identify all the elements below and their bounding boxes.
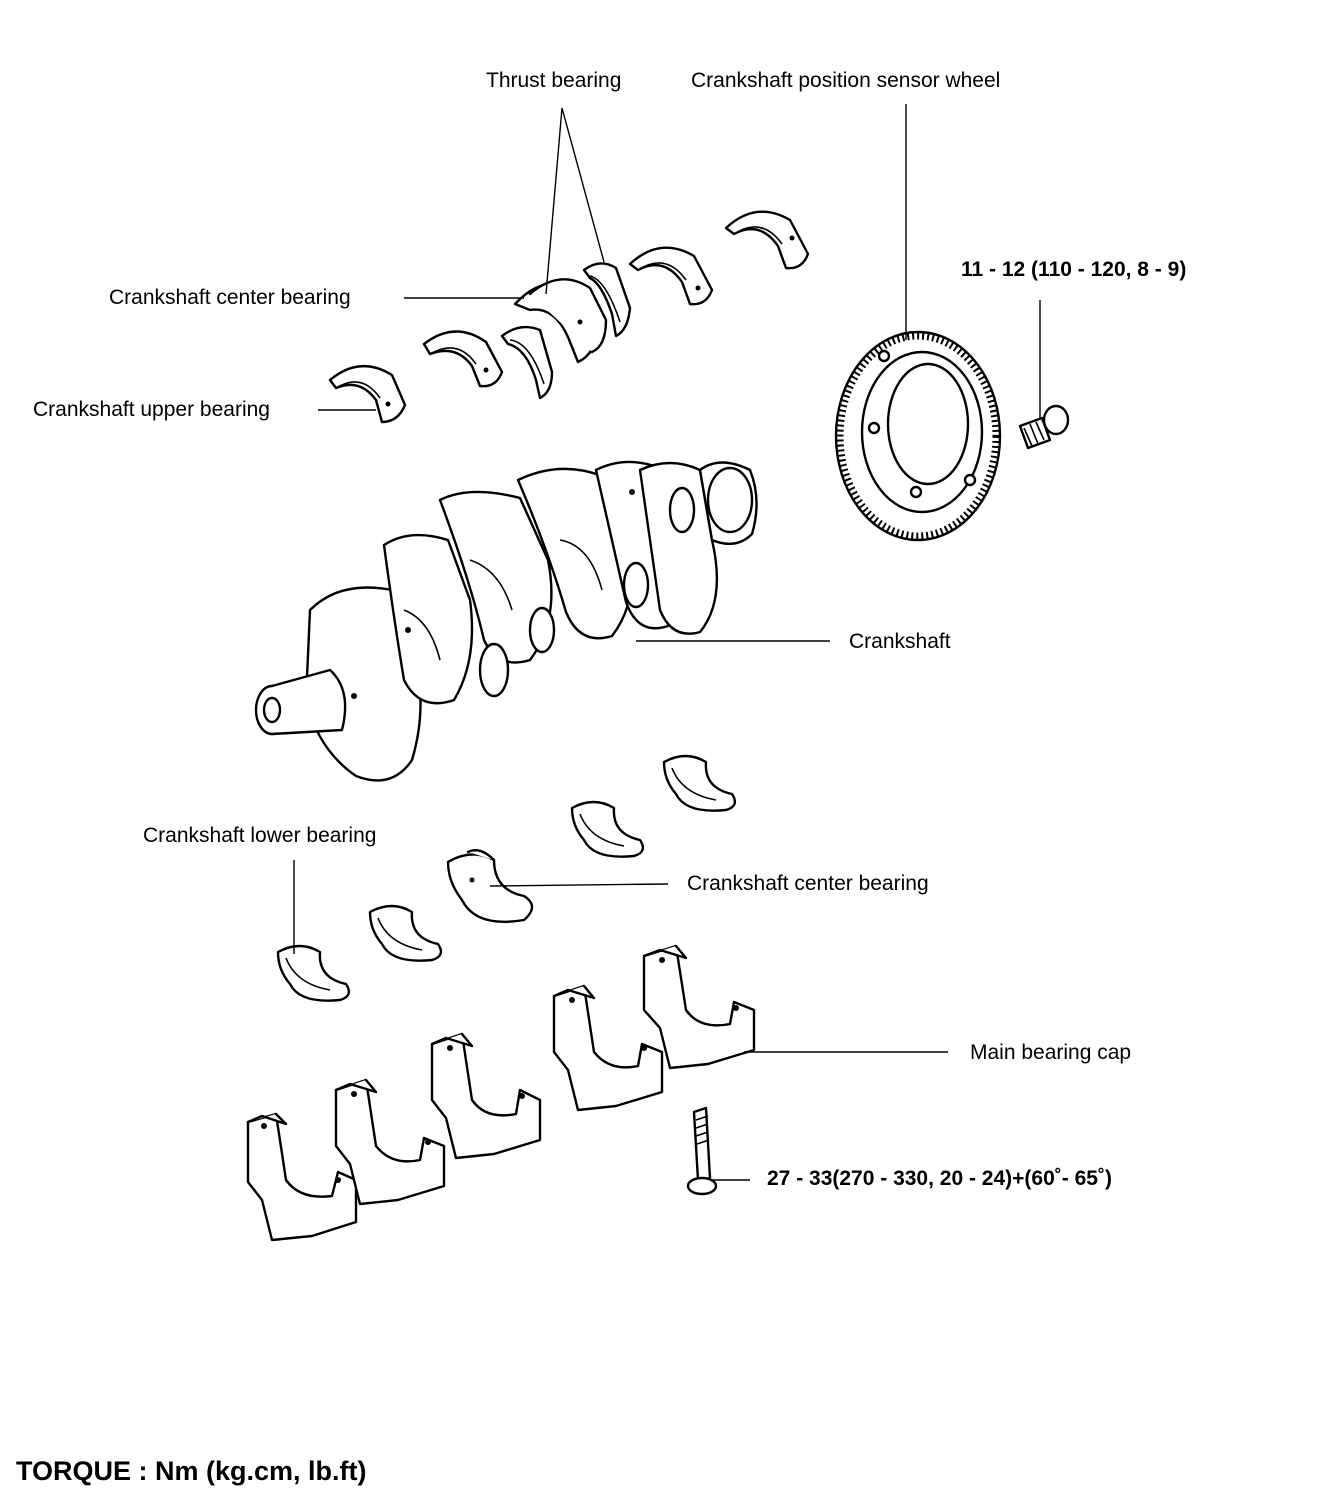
lower-bearing-label: Crankshaft lower bearing [143, 824, 377, 847]
thrust-bearing-lower [500, 325, 554, 400]
crankshaft-label: Crankshaft [849, 630, 951, 653]
lower-bearing-shell-1 [276, 944, 351, 1002]
main-bearing-cap-3 [430, 1032, 542, 1160]
main-bearing-cap-2 [334, 1078, 446, 1206]
main-bearing-cap-label: Main bearing cap [970, 1041, 1132, 1064]
upper-bearing-shell-2 [422, 330, 504, 388]
leader-lines [293, 104, 1041, 1181]
center-bearing-upper-label: Crankshaft center bearing [109, 286, 351, 309]
sensor-wheel-bolt [1018, 404, 1070, 450]
cap-bolt-torque: 27 - 33(270 - 330, 20 - 24)+(60˚- 65˚) [767, 1167, 1112, 1190]
upper-bearing-shell-1 [328, 364, 407, 424]
sensor-bolt-torque: 11 - 12 (110 - 120, 8 - 9) [961, 258, 1187, 281]
lower-bearing-shell-3 [570, 800, 645, 858]
sensor-wheel-label: Crankshaft position sensor wheel [691, 69, 1001, 92]
center-bearing-lower-label: Crankshaft center bearing [687, 872, 929, 895]
thrust-bearing-label: Thrust bearing [486, 69, 622, 92]
crankshaft [254, 460, 758, 782]
torque-unit-note: TORQUE : Nm (kg.cm, lb.ft) [16, 1456, 367, 1486]
crankshaft-position-sensor-wheel [834, 330, 1002, 542]
main-bearing-cap-4 [552, 984, 664, 1112]
main-bearing-cap-1 [246, 1112, 358, 1242]
upper-bearing-label: Crankshaft upper bearing [33, 398, 270, 421]
thrust-bearing-upper [582, 262, 632, 338]
main-bearing-cap-bolt [686, 1106, 718, 1196]
center-bearing-lower-shell [446, 849, 534, 923]
upper-bearing-shell-3 [628, 246, 714, 306]
main-bearing-cap-5 [642, 944, 756, 1070]
upper-bearing-shell-4 [724, 210, 810, 270]
lower-bearing-shell-4 [662, 754, 737, 812]
lower-bearing-shell-2 [368, 904, 443, 962]
